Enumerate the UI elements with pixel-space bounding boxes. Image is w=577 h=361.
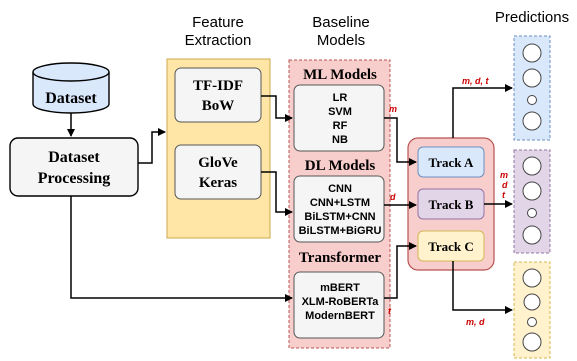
transformer-box xyxy=(293,271,385,339)
dl-model-item: BiLSTM+BiGRU xyxy=(299,225,382,237)
output-node-small xyxy=(527,95,537,105)
transformer-model-item: XLM-RoBERTa xyxy=(302,296,380,308)
output-node-small xyxy=(527,208,537,218)
track-b-output-panel xyxy=(513,149,551,254)
track-c-box xyxy=(417,230,485,262)
arrow-processing-to-features xyxy=(138,128,166,164)
feature-header-line2: Extraction xyxy=(185,32,252,49)
dl-models-title: DL Models xyxy=(305,158,376,174)
ml-model-item: NB xyxy=(332,134,348,146)
dl-model-item: CNN xyxy=(328,183,352,195)
edge-label-transformer: t xyxy=(388,306,392,316)
keras-label: Keras xyxy=(199,175,237,191)
processing-label-line2: Processing xyxy=(38,170,111,187)
dataset-cylinder-top xyxy=(32,62,110,82)
edge-label-track-b-out-3: t xyxy=(502,190,506,200)
ml-model-item: RF xyxy=(333,120,348,132)
dataset-label: Dataset xyxy=(45,90,97,107)
arrow-tfidf-to-ml xyxy=(261,95,293,122)
dl-models-box xyxy=(293,175,385,243)
edge-label-track-a-out: m, d, t xyxy=(462,76,490,86)
dl-model-list: CNN CNN+LSTM BiLSTM+CNN BiLSTM+BiGRU xyxy=(299,183,382,237)
ml-model-item: SVM xyxy=(328,106,352,118)
track-b-label: Track B xyxy=(429,197,474,212)
dataset-processing-box xyxy=(9,137,139,197)
baseline-header-line2: Models xyxy=(317,32,365,49)
transformer-model-item: mBERT xyxy=(320,282,360,294)
edge-label-track-c-out: m, d xyxy=(466,317,485,327)
track-c-label: Track C xyxy=(428,239,474,254)
feature-header-line1: Feature xyxy=(192,14,244,31)
arrow-ml-to-track-a xyxy=(384,117,417,166)
edge-label-ml: m xyxy=(389,104,397,114)
track-c-output-panel xyxy=(513,261,551,359)
transformer-title: Transformer xyxy=(299,250,382,266)
dl-model-item: BiLSTM+CNN xyxy=(304,211,375,223)
output-node xyxy=(522,156,542,176)
tfidf-bow-box xyxy=(174,67,262,123)
arrow-transformer-to-track-c xyxy=(384,242,417,299)
edge-label-track-b-out-2: d xyxy=(502,180,508,190)
output-node xyxy=(522,43,542,63)
arrow-processing-to-transformer xyxy=(70,196,293,302)
ml-model-list: LR SVM RF NB xyxy=(328,92,352,146)
processing-label-line1: Dataset xyxy=(48,149,100,166)
tfidf-label: TF-IDF xyxy=(193,78,243,94)
ml-model-item: LR xyxy=(333,92,348,104)
output-node xyxy=(522,332,542,352)
glove-label: GloVe xyxy=(198,155,238,171)
output-node-small xyxy=(527,317,537,327)
arrow-glove-to-dl xyxy=(261,171,293,216)
output-node xyxy=(522,111,542,131)
baseline-header-line1: Baseline xyxy=(312,14,370,31)
bow-label: BoW xyxy=(202,98,235,114)
dataset-database-icon: Dataset xyxy=(32,62,110,114)
output-node xyxy=(522,268,542,288)
edge-label-dl: d xyxy=(390,192,396,202)
ml-models-title: ML Models xyxy=(303,67,377,83)
track-a-label: Track A xyxy=(429,155,475,170)
arrow-track-a-to-output xyxy=(452,84,513,138)
edge-label-track-b-out-1: m xyxy=(500,170,508,180)
track-a-box xyxy=(417,146,485,178)
arrow-track-c-to-output xyxy=(452,261,513,314)
output-node xyxy=(522,68,542,88)
dl-model-item: CNN+LSTM xyxy=(310,197,370,209)
output-node xyxy=(522,181,542,201)
output-node xyxy=(523,293,541,311)
track-a-output-panel xyxy=(513,35,551,141)
predictions-header: Predictions xyxy=(495,9,569,26)
output-node xyxy=(522,225,542,245)
transformer-model-item: ModernBERT xyxy=(305,310,375,322)
